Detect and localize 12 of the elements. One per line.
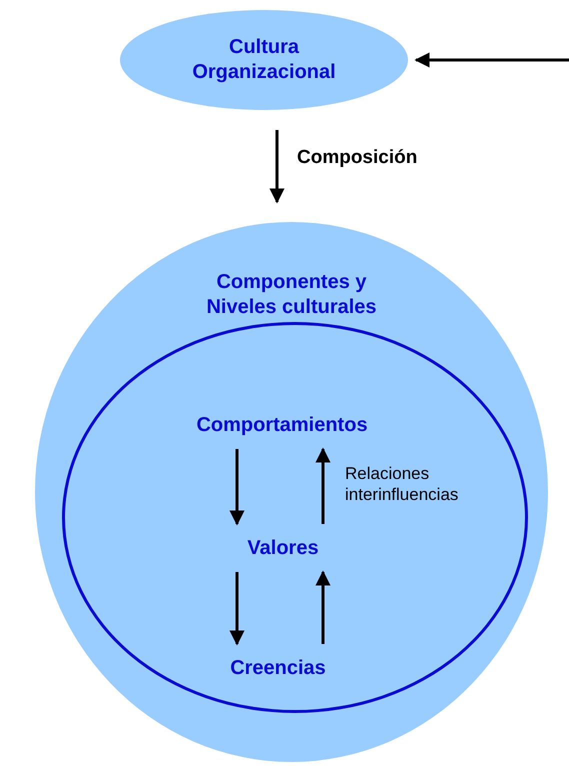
node-title: Cultura Organizacional: [191, 35, 337, 85]
edge-label: Composición: [297, 146, 418, 170]
node-title: Componentes y Niveles culturales: [205, 270, 378, 320]
arrow: [270, 130, 284, 204]
node-label: Creencias: [230, 656, 326, 680]
arrow: [316, 448, 330, 524]
arrow: [414, 52, 569, 68]
node-label: Valores: [247, 536, 319, 560]
arrow: [230, 449, 244, 526]
node-label: Comportamientos: [196, 412, 368, 438]
arrow: [230, 572, 244, 646]
arrow: [316, 570, 330, 644]
